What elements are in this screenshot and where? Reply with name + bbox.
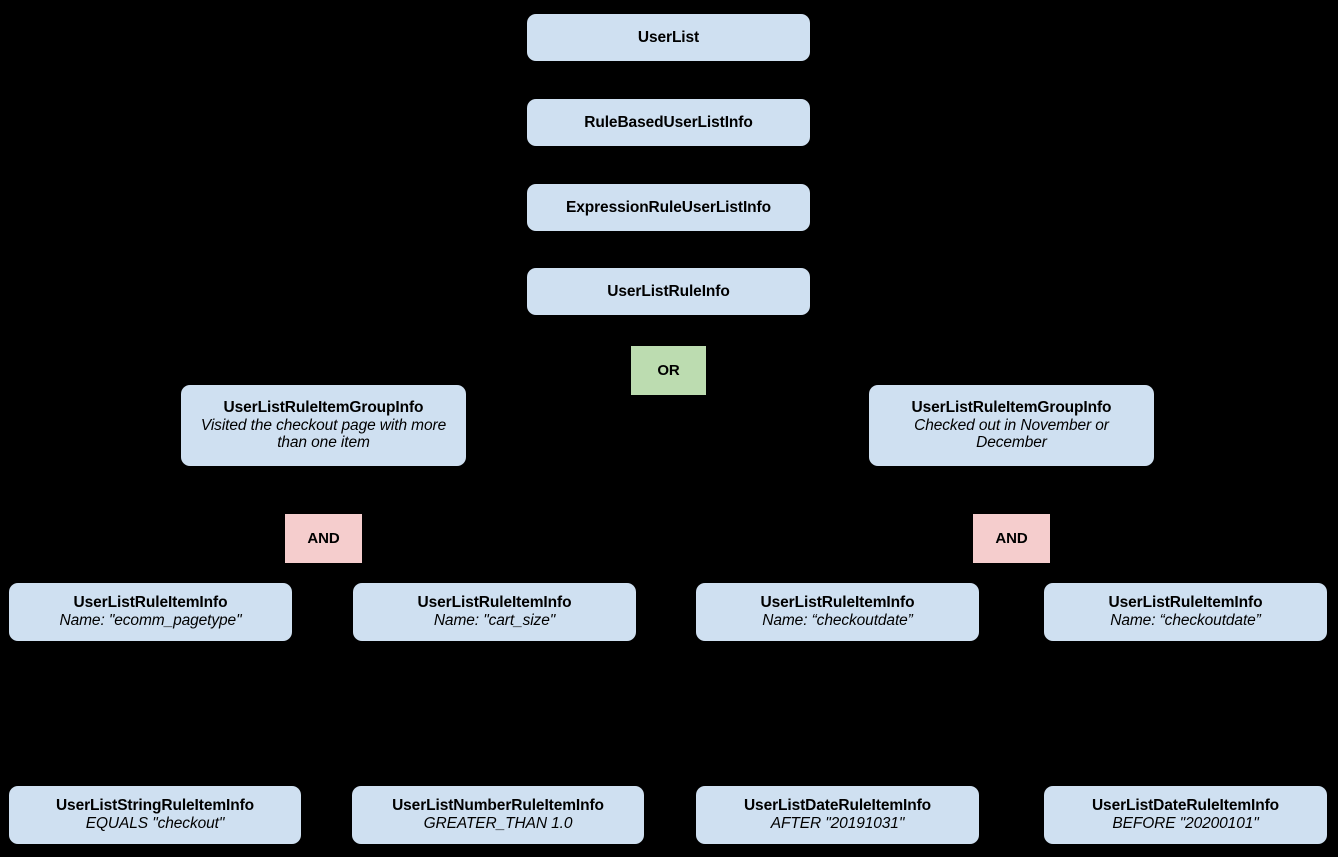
node-ruleitem-ecomm-pagetype-subtitle: Name: "ecomm_pagetype" — [59, 612, 242, 629]
node-ruleitem-checkoutdate-before-subtitle: Name: “checkoutdate” — [1110, 612, 1261, 629]
edge-rulebased-expression — [667, 146, 669, 184]
node-and-operator-left[interactable]: AND — [285, 514, 362, 563]
node-ruleitem-checkoutdate-after-title: UserListRuleItemInfo — [760, 594, 915, 612]
node-group-left-title: UserListRuleItemGroupInfo — [223, 398, 424, 416]
edge-userlist-rulebased — [667, 61, 669, 99]
node-ruleitem-checkoutdate-before[interactable]: UserListRuleItemInfo Name: “checkoutdate… — [1044, 583, 1327, 641]
edge-and-right-bus — [837, 570, 1186, 572]
node-number-ruleitem-greater-than[interactable]: UserListNumberRuleItemInfo GREATER_THAN … — [352, 786, 644, 844]
edge-group-right-and-right — [1010, 466, 1012, 514]
node-group-left[interactable]: UserListRuleItemGroupInfo Visited the ch… — [181, 385, 466, 466]
node-group-left-subtitle: Visited the checkout page with more than… — [200, 416, 447, 452]
edge-or-group-left — [322, 378, 324, 386]
edge-and-left-bus — [150, 570, 496, 572]
node-ruleitem-checkoutdate-after-subtitle: Name: “checkoutdate” — [762, 612, 913, 629]
node-number-ruleitem-greater-than-title: UserListNumberRuleItemInfo — [392, 797, 604, 815]
node-and-operator-right-label: AND — [995, 529, 1028, 547]
node-date-ruleitem-before-title: UserListDateRuleItemInfo — [1091, 797, 1280, 815]
node-group-right-title: UserListRuleItemGroupInfo — [911, 398, 1112, 416]
node-date-ruleitem-before[interactable]: UserListDateRuleItemInfo BEFORE "2020010… — [1044, 786, 1327, 844]
node-date-ruleitem-before-subtitle: BEFORE "20200101" — [1112, 815, 1259, 832]
node-string-ruleitem-equals-checkout-title: UserListStringRuleItemInfo — [55, 797, 255, 815]
node-string-ruleitem-equals-checkout[interactable]: UserListStringRuleItemInfo EQUALS "check… — [9, 786, 301, 844]
node-ruleitem-cart-size-subtitle: Name: "cart_size" — [433, 612, 556, 629]
node-userlist[interactable]: UserList — [527, 14, 810, 61]
node-userlistruleinfo[interactable]: UserListRuleInfo — [527, 268, 810, 315]
edge-item3-leaf3 — [837, 641, 839, 786]
node-ruleitem-checkoutdate-after[interactable]: UserListRuleItemInfo Name: “checkoutdate… — [696, 583, 979, 641]
node-or-operator[interactable]: OR — [631, 346, 706, 395]
node-ruleitem-cart-size-title: UserListRuleItemInfo — [417, 594, 572, 612]
node-userlist-title: UserList — [637, 28, 700, 46]
node-number-ruleitem-greater-than-subtitle: GREATER_THAN 1.0 — [423, 815, 573, 832]
node-ruleitem-checkoutdate-before-title: UserListRuleItemInfo — [1108, 594, 1263, 612]
node-and-operator-right[interactable]: AND — [973, 514, 1050, 563]
edge-item4-leaf4 — [1185, 641, 1187, 786]
edge-expression-ruleinfo — [667, 231, 669, 269]
edge-item2-leaf2 — [494, 641, 496, 786]
node-ruleitem-ecomm-pagetype-title: UserListRuleItemInfo — [73, 594, 228, 612]
node-expressionruleuserlistinfo[interactable]: ExpressionRuleUserListInfo — [527, 184, 810, 231]
node-and-operator-left-label: AND — [307, 529, 340, 547]
node-string-ruleitem-equals-checkout-subtitle: EQUALS "checkout" — [85, 815, 225, 832]
node-rulebaseduserlistinfo[interactable]: RuleBasedUserListInfo — [527, 99, 810, 146]
node-or-operator-label: OR — [657, 361, 680, 379]
edge-group-left-and-left — [322, 466, 324, 514]
edge-or-group-right — [1010, 378, 1012, 386]
node-date-ruleitem-after-subtitle: AFTER "20191031" — [770, 815, 905, 832]
edge-ruleinfo-or — [667, 315, 669, 346]
node-expressionruleuserlistinfo-title: ExpressionRuleUserListInfo — [566, 198, 771, 216]
node-ruleitem-cart-size[interactable]: UserListRuleItemInfo Name: "cart_size" — [353, 583, 636, 641]
node-group-right[interactable]: UserListRuleItemGroupInfo Checked out in… — [869, 385, 1154, 466]
node-date-ruleitem-after-title: UserListDateRuleItemInfo — [743, 797, 932, 815]
node-group-right-subtitle: Checked out in November or December — [914, 416, 1109, 452]
node-date-ruleitem-after[interactable]: UserListDateRuleItemInfo AFTER "20191031… — [696, 786, 979, 844]
node-ruleitem-ecomm-pagetype[interactable]: UserListRuleItemInfo Name: "ecomm_pagety… — [9, 583, 292, 641]
node-userlistruleinfo-title: UserListRuleInfo — [607, 282, 730, 300]
node-rulebaseduserlistinfo-title: RuleBasedUserListInfo — [584, 113, 753, 131]
edge-item1-leaf1 — [150, 641, 152, 786]
